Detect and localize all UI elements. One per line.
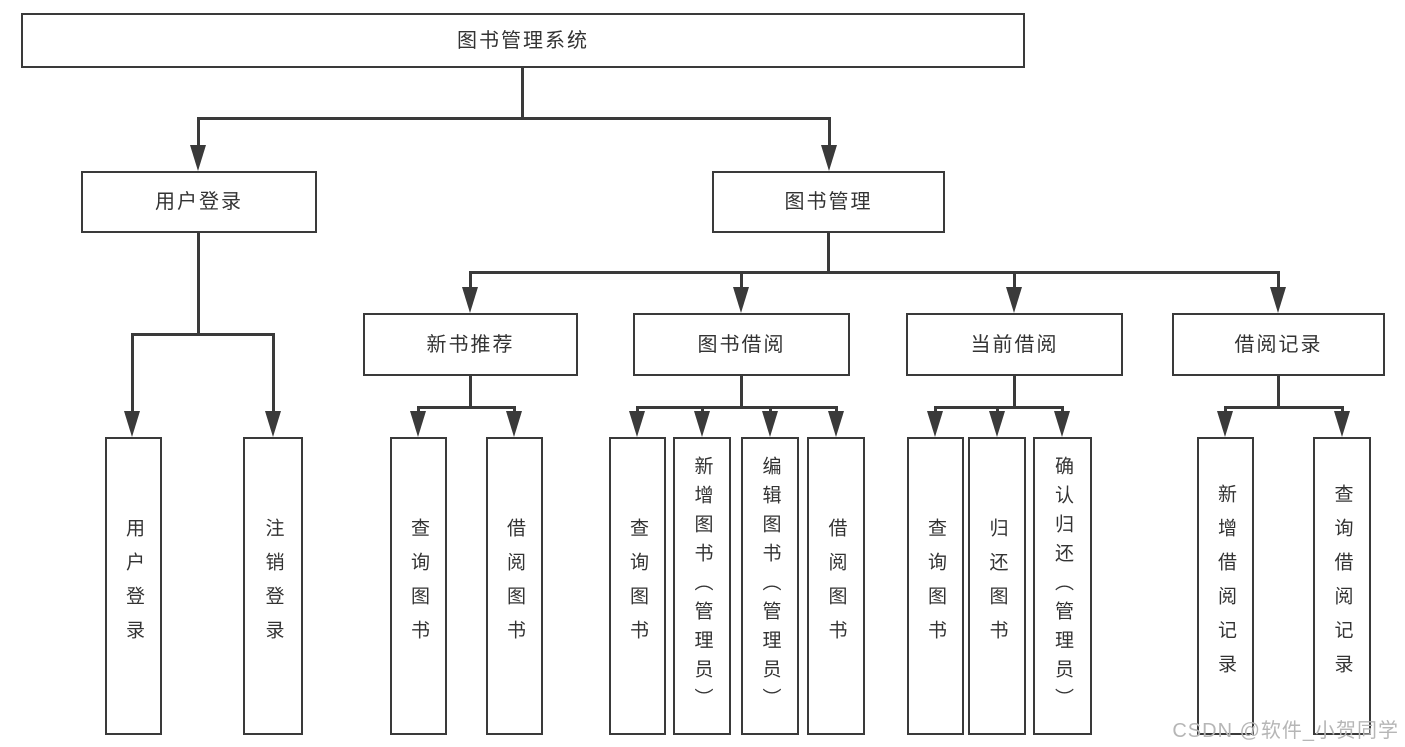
node-current-return-books: 归还图书 <box>968 437 1026 735</box>
arrow-down-icon <box>1054 411 1070 437</box>
node-user-login-leaf: 用户登录 <box>105 437 162 735</box>
connector-line <box>826 233 830 272</box>
node-logout: 注销登录 <box>243 437 303 735</box>
node-records-add-record: 新增借阅记录 <box>1197 437 1254 735</box>
arrow-down-icon <box>1006 287 1022 313</box>
arrow-down-icon <box>629 411 645 437</box>
connector-line <box>1276 376 1280 407</box>
node-book-borrowing: 图书借阅 <box>633 313 850 376</box>
connector-line <box>196 116 831 120</box>
watermark: CSDN @软件_小贺同学 <box>1172 720 1399 742</box>
arrow-down-icon <box>410 411 426 437</box>
node-current-confirm-return-admin: 确认归还（管理员） <box>1033 437 1092 735</box>
connector-line <box>130 332 275 336</box>
arrow-down-icon <box>762 411 778 437</box>
arrow-down-icon <box>462 287 478 313</box>
node-recommend-borrow-books: 借阅图书 <box>486 437 543 735</box>
connector-line <box>468 376 472 407</box>
node-new-book-recommend: 新书推荐 <box>363 313 578 376</box>
node-records-query-record: 查询借阅记录 <box>1313 437 1371 735</box>
arrow-down-icon <box>694 411 710 437</box>
node-borrow-add-books-admin: 新增图书（管理员） <box>673 437 731 735</box>
connector-line <box>827 118 831 149</box>
connector-line <box>196 118 200 149</box>
arrow-down-icon <box>989 411 1005 437</box>
node-user-login: 用户登录 <box>81 171 317 233</box>
connector-line <box>130 334 134 415</box>
connector-line <box>739 272 743 291</box>
arrow-down-icon <box>506 411 522 437</box>
connector-line <box>933 405 1064 409</box>
connector-line <box>1276 272 1280 291</box>
node-current-borrowing: 当前借阅 <box>906 313 1123 376</box>
arrow-down-icon <box>733 287 749 313</box>
connector-line <box>739 376 743 407</box>
connector-line <box>416 405 516 409</box>
arrow-down-icon <box>190 145 206 171</box>
arrow-down-icon <box>1270 287 1286 313</box>
node-borrow-borrow-books: 借阅图书 <box>807 437 865 735</box>
arrow-down-icon <box>927 411 943 437</box>
node-borrow-edit-books-admin: 编辑图书（管理员） <box>741 437 799 735</box>
connector-line <box>1012 272 1016 291</box>
node-current-query-books: 查询图书 <box>907 437 964 735</box>
connector-line <box>196 233 200 334</box>
arrow-down-icon <box>1334 411 1350 437</box>
connector-line <box>468 272 472 291</box>
node-borrowing-records: 借阅记录 <box>1172 313 1385 376</box>
connector-line <box>271 334 275 415</box>
arrow-down-icon <box>1217 411 1233 437</box>
arrow-down-icon <box>828 411 844 437</box>
arrow-down-icon <box>265 411 281 437</box>
connector-line <box>1012 376 1016 407</box>
arrow-down-icon <box>821 145 837 171</box>
node-recommend-query-books: 查询图书 <box>390 437 447 735</box>
node-library-system: 图书管理系统 <box>21 13 1025 68</box>
connector-line <box>1223 405 1344 409</box>
arrow-down-icon <box>124 411 140 437</box>
node-borrow-query-books: 查询图书 <box>609 437 666 735</box>
node-book-management: 图书管理 <box>712 171 945 233</box>
connector-line <box>468 270 1280 274</box>
connector-line <box>520 68 524 118</box>
connector-line <box>635 405 838 409</box>
